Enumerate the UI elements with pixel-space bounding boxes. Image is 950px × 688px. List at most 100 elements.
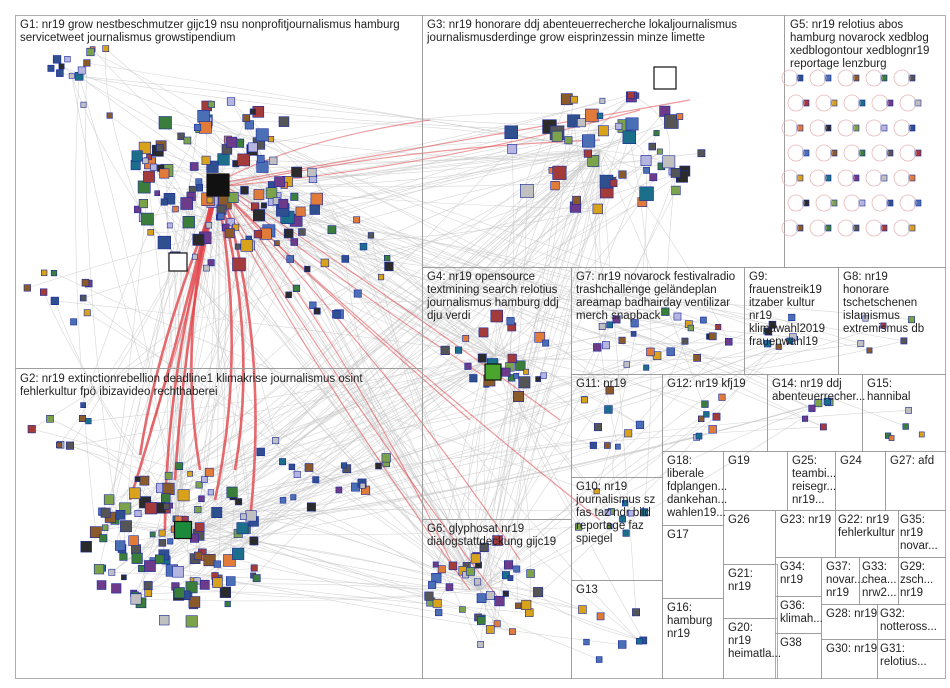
graph-edge [105, 49, 143, 218]
graph-node [493, 536, 503, 546]
graph-node [624, 362, 630, 368]
graph-node [102, 525, 108, 531]
graph-node [299, 229, 306, 236]
graph-node [599, 323, 605, 329]
graph-node [474, 579, 480, 585]
graph-node [663, 156, 675, 168]
graph-node [87, 48, 95, 56]
graph-node [863, 316, 868, 321]
graph-node [769, 321, 776, 328]
graph-node [160, 169, 169, 178]
graph-node [235, 244, 240, 249]
graph-self-loop [788, 195, 804, 211]
graph-node [463, 335, 469, 341]
graph-edge [480, 337, 793, 590]
graph-node [131, 160, 140, 169]
group-box-g19 [724, 452, 788, 511]
graph-self-loop [838, 120, 854, 136]
group-box-g25 [788, 452, 836, 511]
graph-node [502, 368, 510, 376]
graph-self-loop [872, 145, 888, 161]
graph-node [470, 375, 478, 383]
graph-node [446, 584, 453, 591]
graph-node [284, 229, 293, 238]
graph-node [682, 338, 688, 344]
graph-node [208, 101, 214, 107]
group-box-g20 [724, 619, 778, 679]
graph-self-loop [838, 70, 854, 86]
graph-node [59, 64, 64, 69]
graph-node [610, 180, 617, 187]
graph-node [602, 342, 609, 349]
graph-node [200, 580, 209, 589]
graph-node [584, 639, 590, 645]
graph-node [704, 412, 710, 418]
graph-self-loop [872, 195, 888, 211]
graph-node [120, 553, 127, 560]
graph-node [97, 581, 106, 590]
graph-node [203, 265, 209, 271]
graph-node [159, 539, 166, 546]
group-box-g21 [724, 565, 778, 619]
graph-node [206, 222, 212, 228]
group-box-g23 [776, 511, 836, 558]
graph-node [195, 506, 202, 513]
group-box-g26 [724, 511, 776, 565]
graph-node [192, 254, 197, 259]
graph-node [776, 344, 782, 350]
graph-node [78, 67, 85, 74]
graph-node [48, 65, 54, 71]
graph-node [919, 432, 924, 437]
group-box-g32 [878, 605, 946, 640]
graph-node [657, 149, 662, 154]
graph-node [667, 348, 675, 356]
graph-node [616, 123, 622, 129]
graph-node [132, 151, 143, 162]
graph-node [385, 262, 394, 271]
graph-node [100, 535, 107, 542]
graph-self-loop [816, 195, 832, 211]
graph-self-loop [894, 120, 910, 136]
graph-node [310, 205, 320, 215]
graph-node [47, 415, 54, 422]
graph-node [142, 213, 154, 225]
graph-node [514, 373, 519, 378]
graph-node [425, 592, 434, 601]
graph-node [600, 98, 605, 103]
graph-node [508, 576, 513, 581]
graph-node [594, 489, 599, 494]
graph-node [515, 603, 521, 609]
graph-self-loop [894, 220, 910, 236]
graph-node [504, 561, 513, 570]
graph-node [196, 179, 202, 185]
graph-node [618, 641, 626, 649]
graph-node [597, 613, 604, 620]
group-box-g27 [886, 452, 946, 511]
group-box-g15 [863, 375, 946, 452]
graph-node [272, 437, 278, 443]
graph-node [449, 562, 457, 570]
graph-node [824, 398, 831, 405]
graph-node [158, 236, 171, 249]
graph-node [82, 279, 89, 286]
graph-node [173, 566, 184, 577]
graph-node [541, 373, 547, 379]
hub-node-g3 [654, 67, 676, 89]
graph-node [594, 423, 601, 430]
graph-edge [480, 414, 706, 590]
graph-node [308, 168, 317, 177]
graph-node [514, 566, 520, 572]
graph-node [631, 331, 636, 336]
graph-node [227, 487, 238, 498]
graph-node [226, 577, 235, 586]
group-box-g10 [572, 478, 663, 581]
graph-node [644, 167, 650, 173]
group-box-g37 [822, 558, 860, 605]
graph-node [248, 143, 257, 152]
graph-node [208, 490, 213, 495]
graph-self-loop [816, 145, 832, 161]
graph-node [140, 476, 149, 485]
graph-node [906, 407, 912, 413]
group-box-g28 [822, 605, 878, 640]
